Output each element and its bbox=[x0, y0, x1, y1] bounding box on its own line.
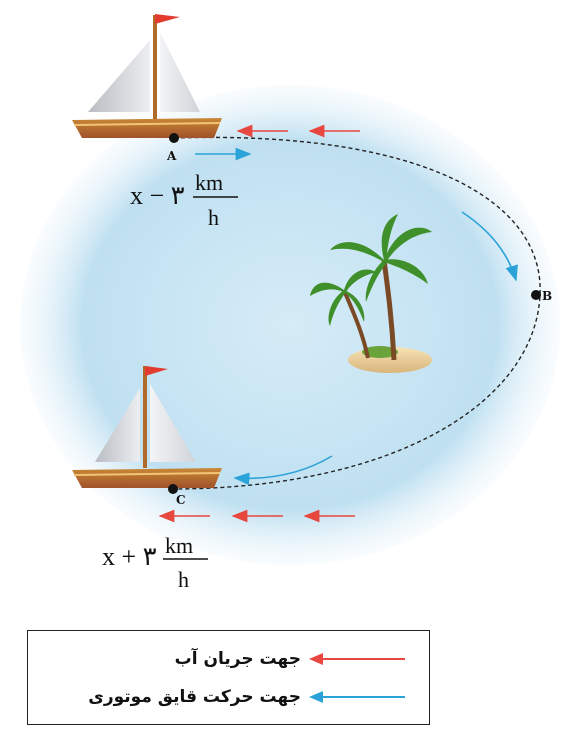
legend-boat-arrow bbox=[309, 691, 409, 703]
sailboat-a bbox=[72, 14, 222, 138]
speed-downstream-num: km bbox=[165, 533, 193, 558]
speed-upstream-den: h bbox=[208, 205, 219, 230]
speed-downstream-prefix: x + ۳ bbox=[102, 542, 157, 571]
legend-boat-label: جهت حرکت قایق موتوری bbox=[88, 687, 301, 707]
point-a-label: A bbox=[166, 149, 177, 163]
point-b-marker bbox=[531, 290, 541, 300]
legend-row-boat: جهت حرکت قایق موتوری bbox=[88, 687, 409, 707]
legend-current-arrow bbox=[309, 653, 409, 665]
speed-downstream-den: h bbox=[178, 567, 189, 592]
speed-downstream: x + ۳ km h bbox=[102, 533, 208, 592]
point-c-label: C bbox=[176, 493, 186, 507]
point-a-marker bbox=[169, 133, 179, 143]
legend-row-current: جهت جریان آب bbox=[175, 649, 409, 669]
speed-upstream-prefix: x − ۳ bbox=[130, 181, 185, 210]
legend: جهت جریان آب جهت حرکت قایق موتوری bbox=[27, 630, 430, 725]
speed-upstream-num: km bbox=[195, 170, 223, 195]
sea-background bbox=[20, 85, 560, 565]
point-b-label: B bbox=[542, 289, 552, 303]
legend-current-label: جهت جریان آب bbox=[175, 649, 301, 669]
